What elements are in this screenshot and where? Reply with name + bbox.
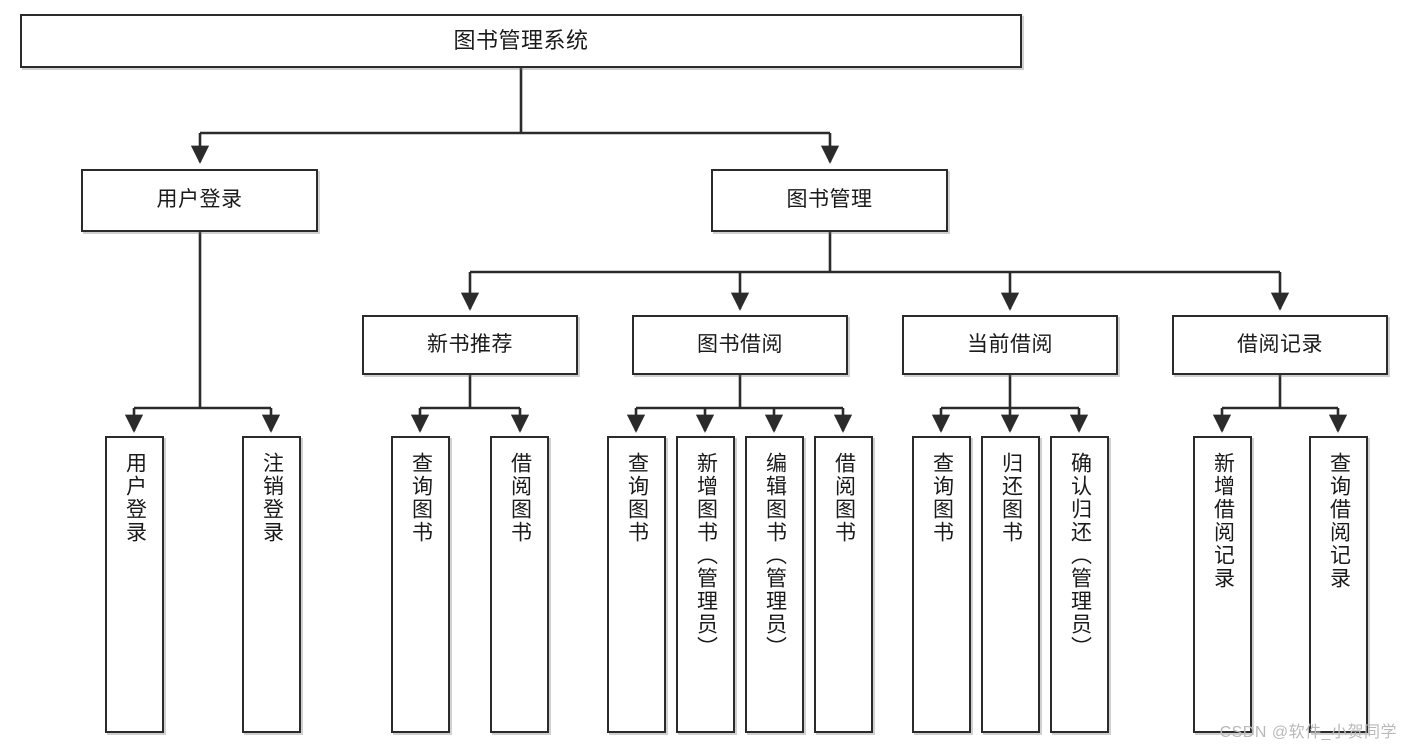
node-label: 编辑图书（管理员）	[763, 452, 787, 659]
node-leaf-borrow-books[interactable]: 借阅图书	[814, 436, 873, 733]
node-label: 用户登录	[156, 188, 243, 212]
node-leaf-confirm-return-admin[interactable]: 确认归还（管理员）	[1050, 436, 1109, 733]
node-leaf-query-books-current[interactable]: 查询图书	[912, 436, 971, 733]
node-label: 新书推荐	[427, 332, 513, 356]
node-label: 图书管理	[786, 188, 873, 212]
node-label: 新增借阅记录	[1211, 452, 1235, 590]
node-label: 借阅图书	[832, 452, 856, 544]
node-label: 图书借阅	[697, 332, 783, 356]
node-root-library-management-system[interactable]: 图书管理系统	[20, 14, 1022, 68]
node-leaf-add-book-admin[interactable]: 新增图书（管理员）	[676, 436, 735, 733]
csdn-watermark: CSDN @软件_小贺同学	[1219, 724, 1397, 741]
node-book-management[interactable]: 图书管理	[711, 169, 948, 232]
node-leaf-query-books-recommend[interactable]: 查询图书	[391, 436, 450, 733]
node-label: 查询图书	[409, 452, 433, 544]
node-label: 新增图书（管理员）	[694, 452, 718, 659]
node-label: 注销登录	[260, 452, 284, 544]
node-current-borrowing[interactable]: 当前借阅	[902, 315, 1118, 375]
node-leaf-add-borrow-record[interactable]: 新增借阅记录	[1193, 436, 1252, 733]
node-borrowing-record[interactable]: 借阅记录	[1172, 315, 1388, 375]
node-label: 图书管理系统	[453, 28, 589, 54]
node-label: 用户登录	[123, 452, 147, 544]
node-label: 查询图书	[625, 452, 649, 544]
node-label: 确认归还（管理员）	[1068, 452, 1092, 659]
node-leaf-borrow-books-recommend[interactable]: 借阅图书	[490, 436, 549, 733]
node-leaf-logout[interactable]: 注销登录	[242, 436, 301, 733]
node-leaf-query-books-borrow[interactable]: 查询图书	[607, 436, 666, 733]
node-leaf-query-borrow-record[interactable]: 查询借阅记录	[1309, 436, 1368, 733]
node-label: 查询借阅记录	[1327, 452, 1351, 590]
node-user-login[interactable]: 用户登录	[81, 169, 318, 232]
node-new-book-recommendation[interactable]: 新书推荐	[362, 315, 578, 375]
node-leaf-edit-book-admin[interactable]: 编辑图书（管理员）	[745, 436, 804, 733]
node-label: 归还图书	[999, 452, 1023, 544]
node-label: 借阅图书	[508, 452, 532, 544]
node-label: 当前借阅	[967, 332, 1053, 356]
node-label: 借阅记录	[1237, 332, 1323, 356]
node-leaf-return-books[interactable]: 归还图书	[981, 436, 1040, 733]
node-leaf-user-login[interactable]: 用户登录	[105, 436, 164, 733]
node-label: 查询图书	[930, 452, 954, 544]
node-book-borrowing[interactable]: 图书借阅	[632, 315, 848, 375]
